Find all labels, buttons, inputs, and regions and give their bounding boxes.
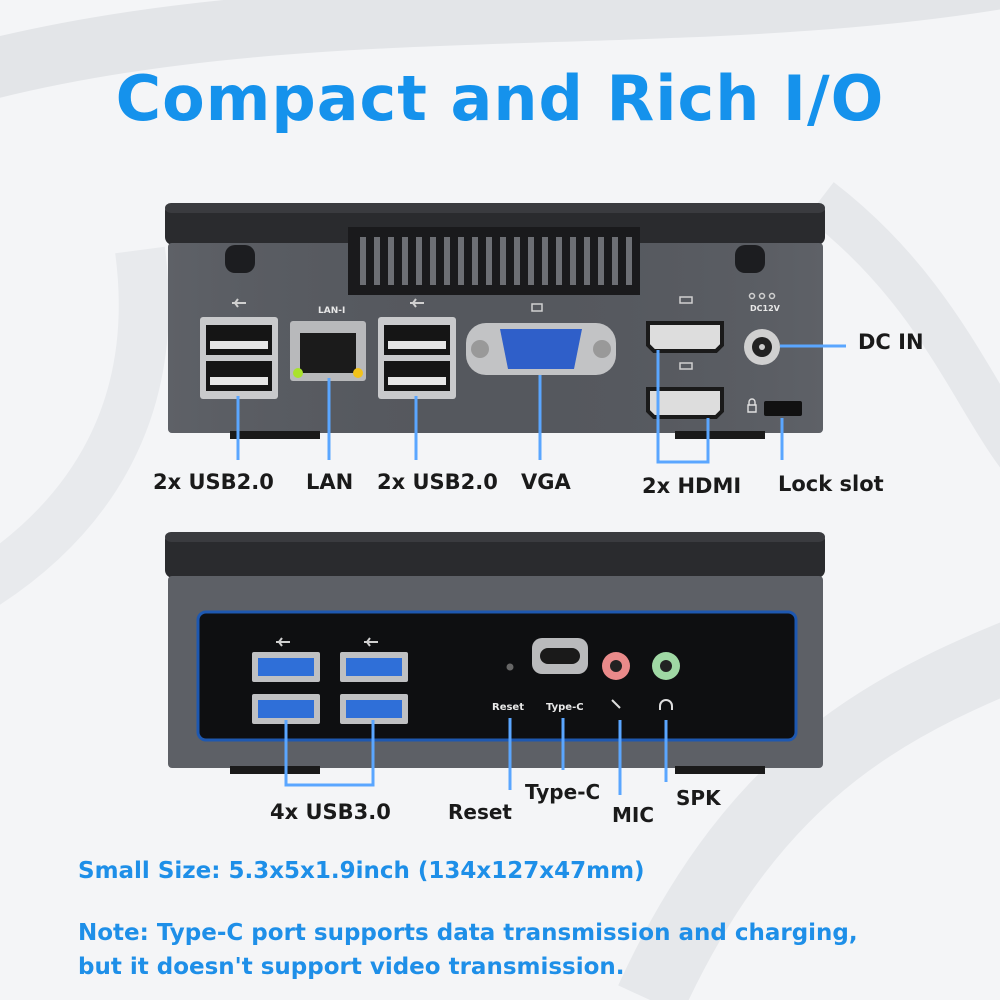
label-usb2-left: 2x USB2.0 <box>153 470 274 494</box>
usb2-left-ports <box>200 298 278 399</box>
usb3-ports <box>252 637 408 724</box>
label-reset: Reset <box>448 800 512 824</box>
device-lid <box>165 532 825 578</box>
front-panel-device: Reset Type-C <box>165 532 825 774</box>
vent-grille <box>348 227 640 295</box>
headphone-icon <box>659 699 673 710</box>
usb-icon <box>232 298 246 308</box>
usb-icon <box>276 637 290 647</box>
lan-port-text: LAN-I <box>318 306 345 316</box>
label-usb3: 4x USB3.0 <box>270 800 391 824</box>
label-typec: Type-C <box>525 780 601 804</box>
lock-icon <box>747 398 757 413</box>
label-spk: SPK <box>676 786 721 810</box>
label-usb2-right: 2x USB2.0 <box>377 470 498 494</box>
label-dc-in: DC IN <box>858 330 924 354</box>
lan-port: LAN-I <box>290 306 366 381</box>
reset-port-text: Reset <box>492 702 524 713</box>
usb-icon <box>364 637 378 647</box>
size-spec: Small Size: 5.3x5x1.9inch (134x127x47mm) <box>78 858 645 884</box>
lock-slot <box>747 398 802 416</box>
label-mic: MIC <box>612 803 655 827</box>
dc-port-text: DC12V <box>750 304 781 313</box>
device-lid <box>165 203 825 245</box>
usb-icon <box>410 298 424 308</box>
dc-in-port: DC12V <box>744 292 781 365</box>
typec-port-text: Type-C <box>546 702 584 713</box>
usb2-right-ports <box>378 298 456 399</box>
rear-panel-device: LAN-I DC12V <box>165 203 825 439</box>
hdmi-icon <box>679 296 693 304</box>
label-hdmi: 2x HDMI <box>642 474 742 498</box>
dc-polarity-icon <box>748 292 776 300</box>
mic-icon <box>611 699 621 709</box>
vga-port <box>466 303 616 375</box>
note-line-1: Note: Type-C port supports data transmis… <box>78 920 858 946</box>
note-line-2: but it doesn't support video transmissio… <box>78 954 625 980</box>
label-lock-slot: Lock slot <box>778 472 884 496</box>
monitor-icon <box>531 303 543 312</box>
label-lan: LAN <box>306 470 354 494</box>
label-vga: VGA <box>521 470 571 494</box>
page-title: Compact and Rich I/O <box>115 62 885 135</box>
reset-pinhole <box>506 663 514 671</box>
typec-port: Type-C <box>532 638 588 713</box>
